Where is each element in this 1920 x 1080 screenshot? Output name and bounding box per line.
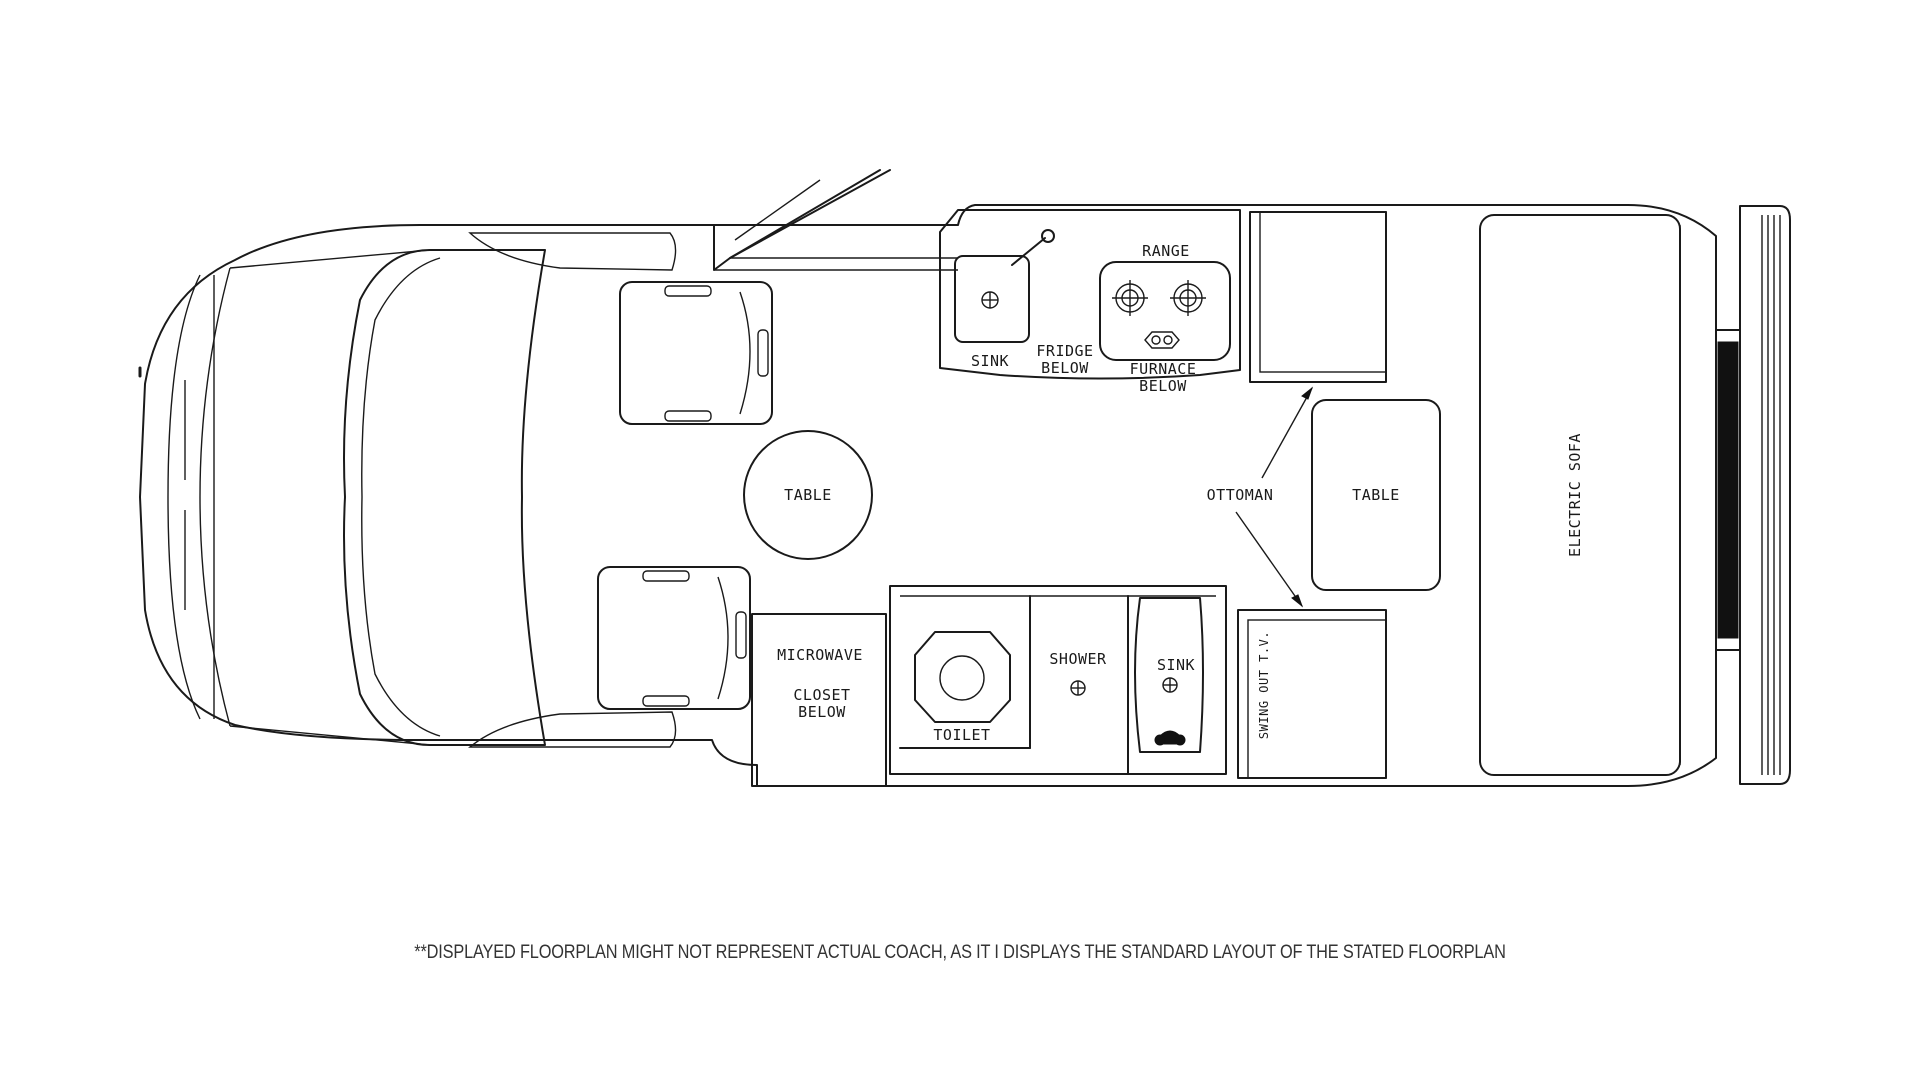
- cab-dashboard: [229, 232, 677, 748]
- label-electric-sofa: ELECTRIC SOFA: [1566, 433, 1584, 557]
- entry-door: [713, 169, 958, 271]
- label-toilet: TOILET: [933, 726, 990, 744]
- galley-counter: [939, 209, 1241, 380]
- ottoman-top: [1249, 211, 1387, 383]
- label-table-round: TABLE: [784, 486, 832, 504]
- round-table: [743, 430, 873, 560]
- label-sink-bath: SINK: [1157, 656, 1195, 674]
- ottoman-pointer-arrows: [1235, 386, 1314, 608]
- disclaimer-text: **DISPLAYED FLOORPLAN MIGHT NOT REPRESEN…: [414, 942, 1506, 963]
- label-furnace-2: BELOW: [1139, 377, 1187, 395]
- captain-chair-top: [619, 281, 773, 425]
- ottoman-bottom: [1237, 609, 1387, 779]
- label-closet-2: BELOW: [798, 703, 846, 721]
- label-ottoman: OTTOMAN: [1207, 486, 1274, 504]
- label-microwave: MICROWAVE: [777, 646, 863, 664]
- rect-table: [1311, 399, 1441, 591]
- label-table-rect: TABLE: [1352, 486, 1400, 504]
- label-closet-1: CLOSET: [793, 686, 850, 704]
- label-shower: SHOWER: [1049, 650, 1107, 668]
- electric-sofa: [1479, 214, 1681, 776]
- captain-chair-bottom: [597, 566, 751, 710]
- coach-exterior-outline: [138, 204, 1717, 787]
- rear-bumper: [1715, 205, 1791, 785]
- label-swing-tv: SWING OUT T.V.: [1257, 631, 1271, 739]
- label-sink-galley: SINK: [971, 352, 1009, 370]
- bathroom: [889, 585, 1227, 775]
- label-fridge-2: BELOW: [1041, 359, 1089, 377]
- label-range: RANGE: [1142, 242, 1190, 260]
- microwave-closet: [751, 613, 887, 787]
- label-furnace-1: FURNACE: [1130, 360, 1197, 378]
- label-fridge-1: FRIDGE: [1036, 342, 1093, 360]
